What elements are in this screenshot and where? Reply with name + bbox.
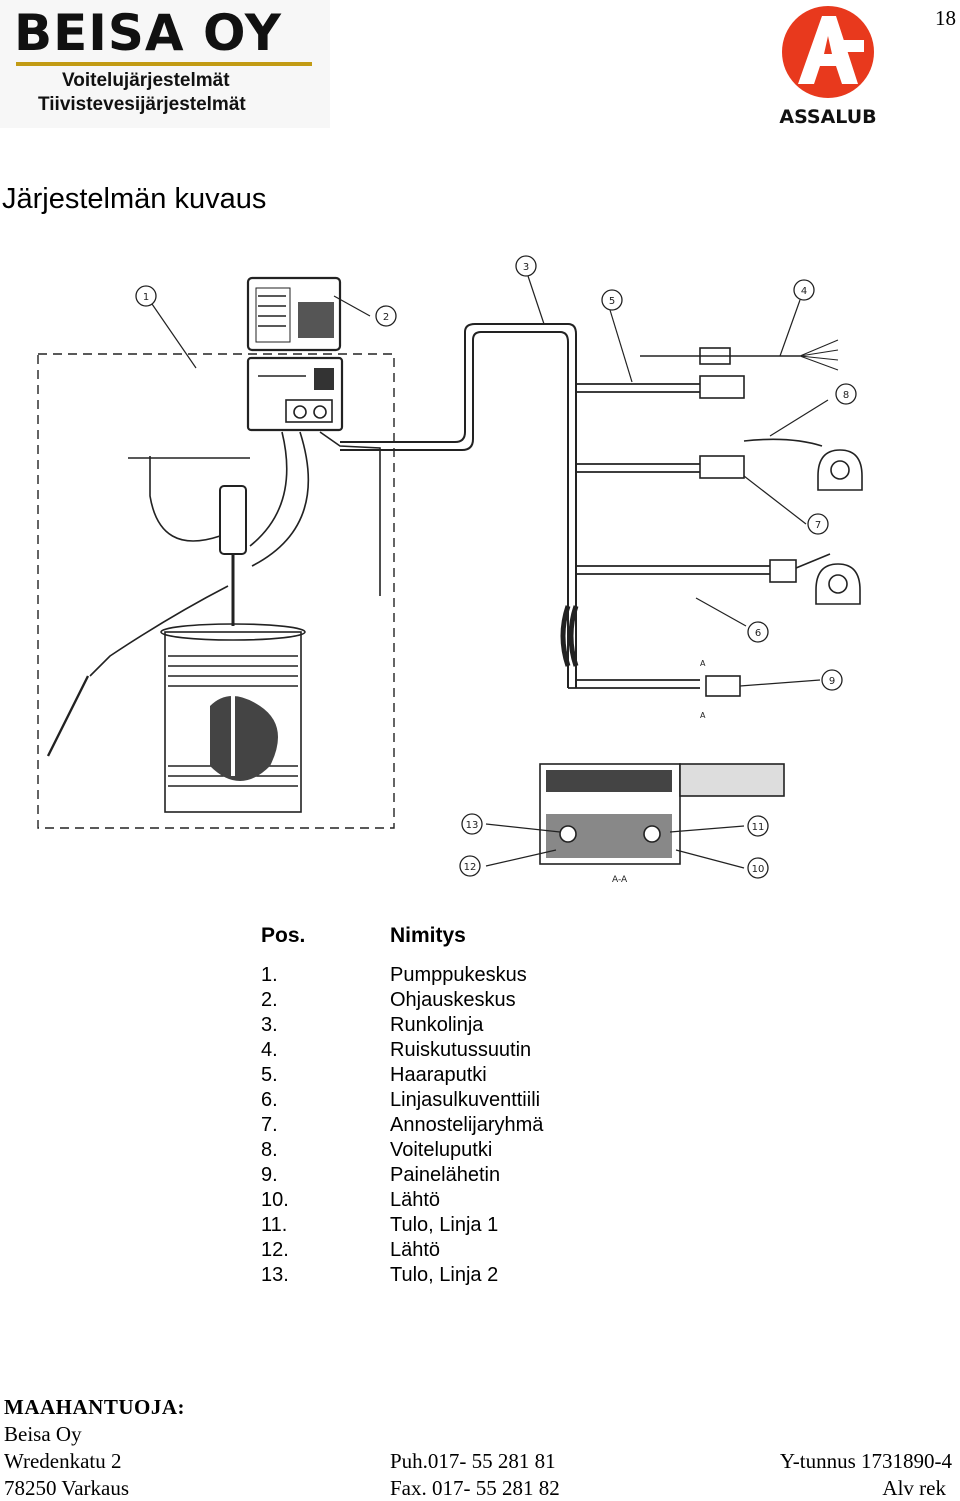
legend-pos: 4. — [261, 1039, 278, 1061]
legend-name: Lähtö — [390, 1239, 441, 1261]
legend-name: Runkolinja — [390, 1014, 484, 1036]
legend-pos: 7. — [261, 1114, 278, 1136]
legend-pos: 13. — [261, 1264, 289, 1286]
legend-name: Ruiskutussuutin — [390, 1039, 532, 1061]
logo-line-1: Voitelujärjestelmät — [62, 70, 230, 91]
logo-rule — [16, 62, 312, 66]
legend-pos: 6. — [261, 1089, 278, 1111]
footer-postal: 78250 Varkaus — [4, 1476, 130, 1500]
branch-lines — [560, 383, 770, 689]
logo-company: BEISA OY — [14, 4, 282, 62]
callout-10: 10 — [752, 864, 765, 875]
legend-pos: 11. — [261, 1214, 288, 1236]
beisa-logo: BEISA OY Voitelujärjestelmät Tiivisteves… — [0, 0, 330, 128]
footer-phone: Puh.017- 55 281 81 — [390, 1449, 556, 1473]
main-line — [340, 323, 577, 688]
footer-business-id: Y-tunnus 1731890-4 — [779, 1449, 952, 1473]
legend-header-name: Nimitys — [390, 924, 466, 947]
callout-12: 12 — [464, 862, 477, 873]
system-diagram: A-A 1 2 3 4 5 6 7 8 9 10 11 — [37, 255, 863, 885]
legend-name: Lähtö — [390, 1189, 441, 1211]
pump-centre — [246, 356, 344, 432]
legend-name: Linjasulkuventtiili — [390, 1089, 541, 1111]
callout-4: 4 — [801, 286, 807, 297]
callout-2: 2 — [383, 312, 389, 323]
section-title: Järjestelmän kuvaus — [2, 183, 267, 215]
legend-name: Ohjauskeskus — [390, 989, 516, 1011]
callout-bubbles — [135, 255, 857, 879]
section-label: A-A — [612, 875, 628, 885]
control-unit — [246, 276, 342, 352]
legend-pos: 10. — [261, 1189, 289, 1211]
callout-3: 3 — [523, 262, 529, 273]
bearings — [743, 438, 863, 605]
barrel-pump — [160, 485, 306, 813]
section-view: A-A — [539, 763, 785, 885]
footer-vat: Alv rek — [882, 1476, 946, 1500]
assalub-logo: ASSALUB — [779, 6, 877, 128]
legend-pos: 3. — [261, 1014, 278, 1036]
page-number: 18 — [935, 6, 956, 30]
footer-company: Beisa Oy — [4, 1422, 82, 1446]
legend-name: Tulo, Linja 1 — [390, 1214, 499, 1236]
legend-name: Tulo, Linja 2 — [390, 1264, 499, 1286]
legend-pos: 9. — [261, 1164, 278, 1186]
legend-name: Haaraputki — [390, 1064, 487, 1086]
section-markers: A A — [700, 659, 706, 720]
callout-numbers: 1 2 3 4 5 6 7 8 9 10 11 12 13 — [143, 262, 849, 875]
legend-pos: 1. — [261, 964, 278, 986]
metering-blocks — [699, 375, 797, 697]
callout-13: 13 — [466, 820, 479, 831]
legend-pos: 2. — [261, 989, 278, 1011]
hoses — [46, 431, 381, 757]
importer-label: MAAHANTUOJA: — [4, 1395, 185, 1419]
callout-7: 7 — [815, 520, 821, 531]
callout-6: 6 — [755, 628, 761, 639]
section-marker-bottom: A — [700, 711, 706, 720]
footer-street: Wredenkatu 2 — [4, 1449, 122, 1473]
legend-name: Pumppukeskus — [390, 964, 527, 986]
legend-header-pos: Pos. — [261, 924, 306, 947]
pump-station-boundary — [37, 353, 395, 829]
callout-1: 1 — [143, 292, 149, 303]
legend-name: Annostelijaryhmä — [390, 1114, 544, 1136]
callout-11: 11 — [752, 822, 765, 833]
legend-name: Voiteluputki — [390, 1139, 493, 1161]
spray-nozzle — [640, 339, 839, 371]
legend-name: Painelähetin — [390, 1164, 501, 1186]
legend-pos: 5. — [261, 1064, 278, 1086]
logo-brand: ASSALUB — [779, 106, 876, 128]
footer-fax: Fax. 017- 55 281 82 — [390, 1476, 560, 1500]
logo-line-2: Tiivistevesijärjestelmät — [38, 94, 246, 115]
callout-leaders — [151, 275, 829, 869]
callout-5: 5 — [609, 296, 615, 307]
callout-9: 9 — [829, 676, 835, 687]
callout-8: 8 — [843, 390, 849, 401]
legend-pos: 8. — [261, 1139, 278, 1161]
legend-pos: 12. — [261, 1239, 289, 1261]
section-marker-top: A — [700, 659, 706, 668]
